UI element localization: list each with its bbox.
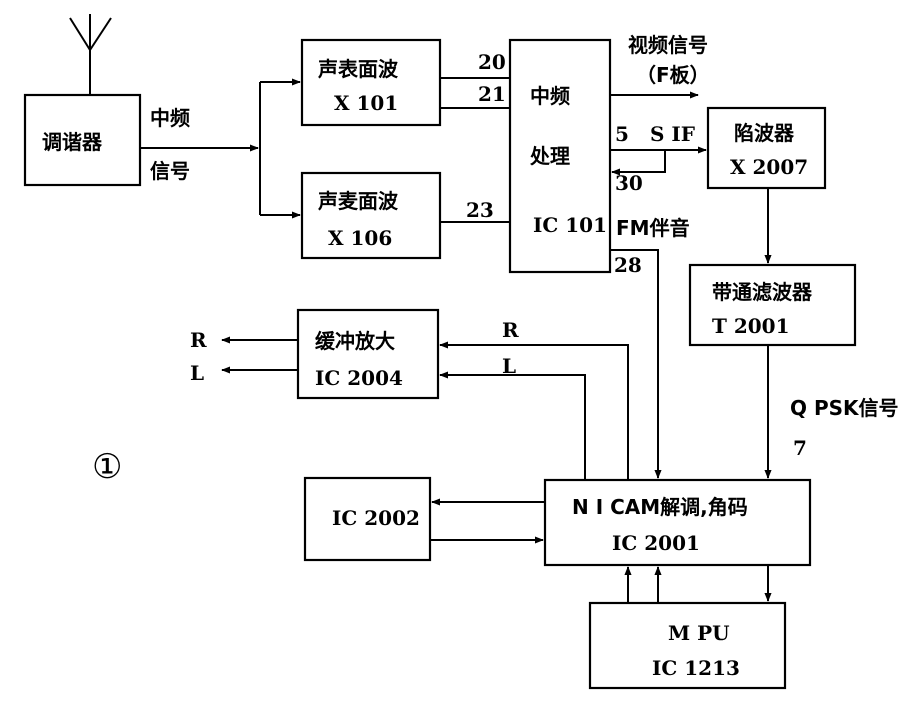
- fm-audio-label: FM伴音: [616, 216, 690, 240]
- ic2002-label: IC 2002: [332, 506, 420, 530]
- buffer-label-1: 缓冲放大: [315, 329, 395, 353]
- if-signal-label-1: 中频: [150, 106, 190, 130]
- if-proc-label-1: 中频: [530, 84, 570, 108]
- wire-pin30-feedback: [611, 150, 666, 176]
- video-signal-label: 视频信号: [628, 33, 708, 57]
- sif-label: S IF: [650, 122, 695, 146]
- ic2002-block: [303, 476, 432, 562]
- trap-label-1: 陷波器: [734, 121, 795, 145]
- if-proc-label-3: IC 101: [533, 213, 607, 237]
- bandpass-filter-t2001-block: [688, 263, 857, 347]
- trap-filter-x2007-block: [706, 106, 827, 190]
- if-signal-label-2: 信号: [150, 159, 190, 183]
- f-board-label: （F板）: [636, 63, 710, 87]
- pin23-label: 23: [466, 198, 494, 222]
- pin30-label: 30: [615, 171, 643, 195]
- nicam-label-1: N I CAM解调,角码: [572, 495, 748, 519]
- nicam-decoder-ic2001-block: [543, 478, 812, 567]
- saw-filter-x101-block: [300, 38, 442, 127]
- nicam-label-2: IC 2001: [612, 531, 700, 555]
- trap-label-2: X 2007: [730, 155, 808, 179]
- mpu-ic1213-block: [588, 601, 787, 690]
- if-processing-ic101-block: [508, 38, 612, 274]
- qpsk-signal-label: Q PSK信号: [790, 396, 899, 420]
- tuner-label: 调谐器: [42, 130, 103, 154]
- line-l-label: L: [502, 354, 516, 378]
- bandpass-label-1: 带通滤波器: [712, 280, 813, 304]
- wire-fm-audio: [610, 249, 662, 479]
- pin28-label: 28: [614, 253, 642, 277]
- line-r-label: R: [502, 318, 519, 342]
- wire-r-channel: [439, 341, 629, 480]
- out-r-label: R: [190, 328, 207, 352]
- if-proc-label-2: 处理: [529, 144, 570, 168]
- out-l-label: L: [190, 361, 204, 385]
- bandpass-label-2: T 2001: [712, 314, 790, 338]
- wire-l-channel: [439, 371, 586, 480]
- pin21-label: 21: [478, 82, 506, 106]
- saw1-label-2: X 101: [334, 91, 398, 115]
- pin7-label: 7: [793, 436, 807, 460]
- saw2-label-2: X 106: [328, 226, 392, 250]
- saw2-label-1: 声麦面波: [317, 189, 399, 213]
- pin5-label: 5: [615, 122, 629, 146]
- antenna-icon: [69, 14, 112, 95]
- buffer-amp-ic2004-block: [296, 308, 440, 400]
- mpu-label-2: IC 1213: [652, 656, 740, 680]
- pin20-label: 20: [478, 50, 506, 74]
- figure-number: ①: [92, 447, 122, 487]
- saw-filter-x106-block: [300, 171, 442, 260]
- mpu-label-1: M PU: [668, 621, 730, 645]
- saw1-label-1: 声表面波: [317, 57, 399, 81]
- tuner-block: [23, 93, 142, 187]
- buffer-label-2: IC 2004: [315, 366, 403, 390]
